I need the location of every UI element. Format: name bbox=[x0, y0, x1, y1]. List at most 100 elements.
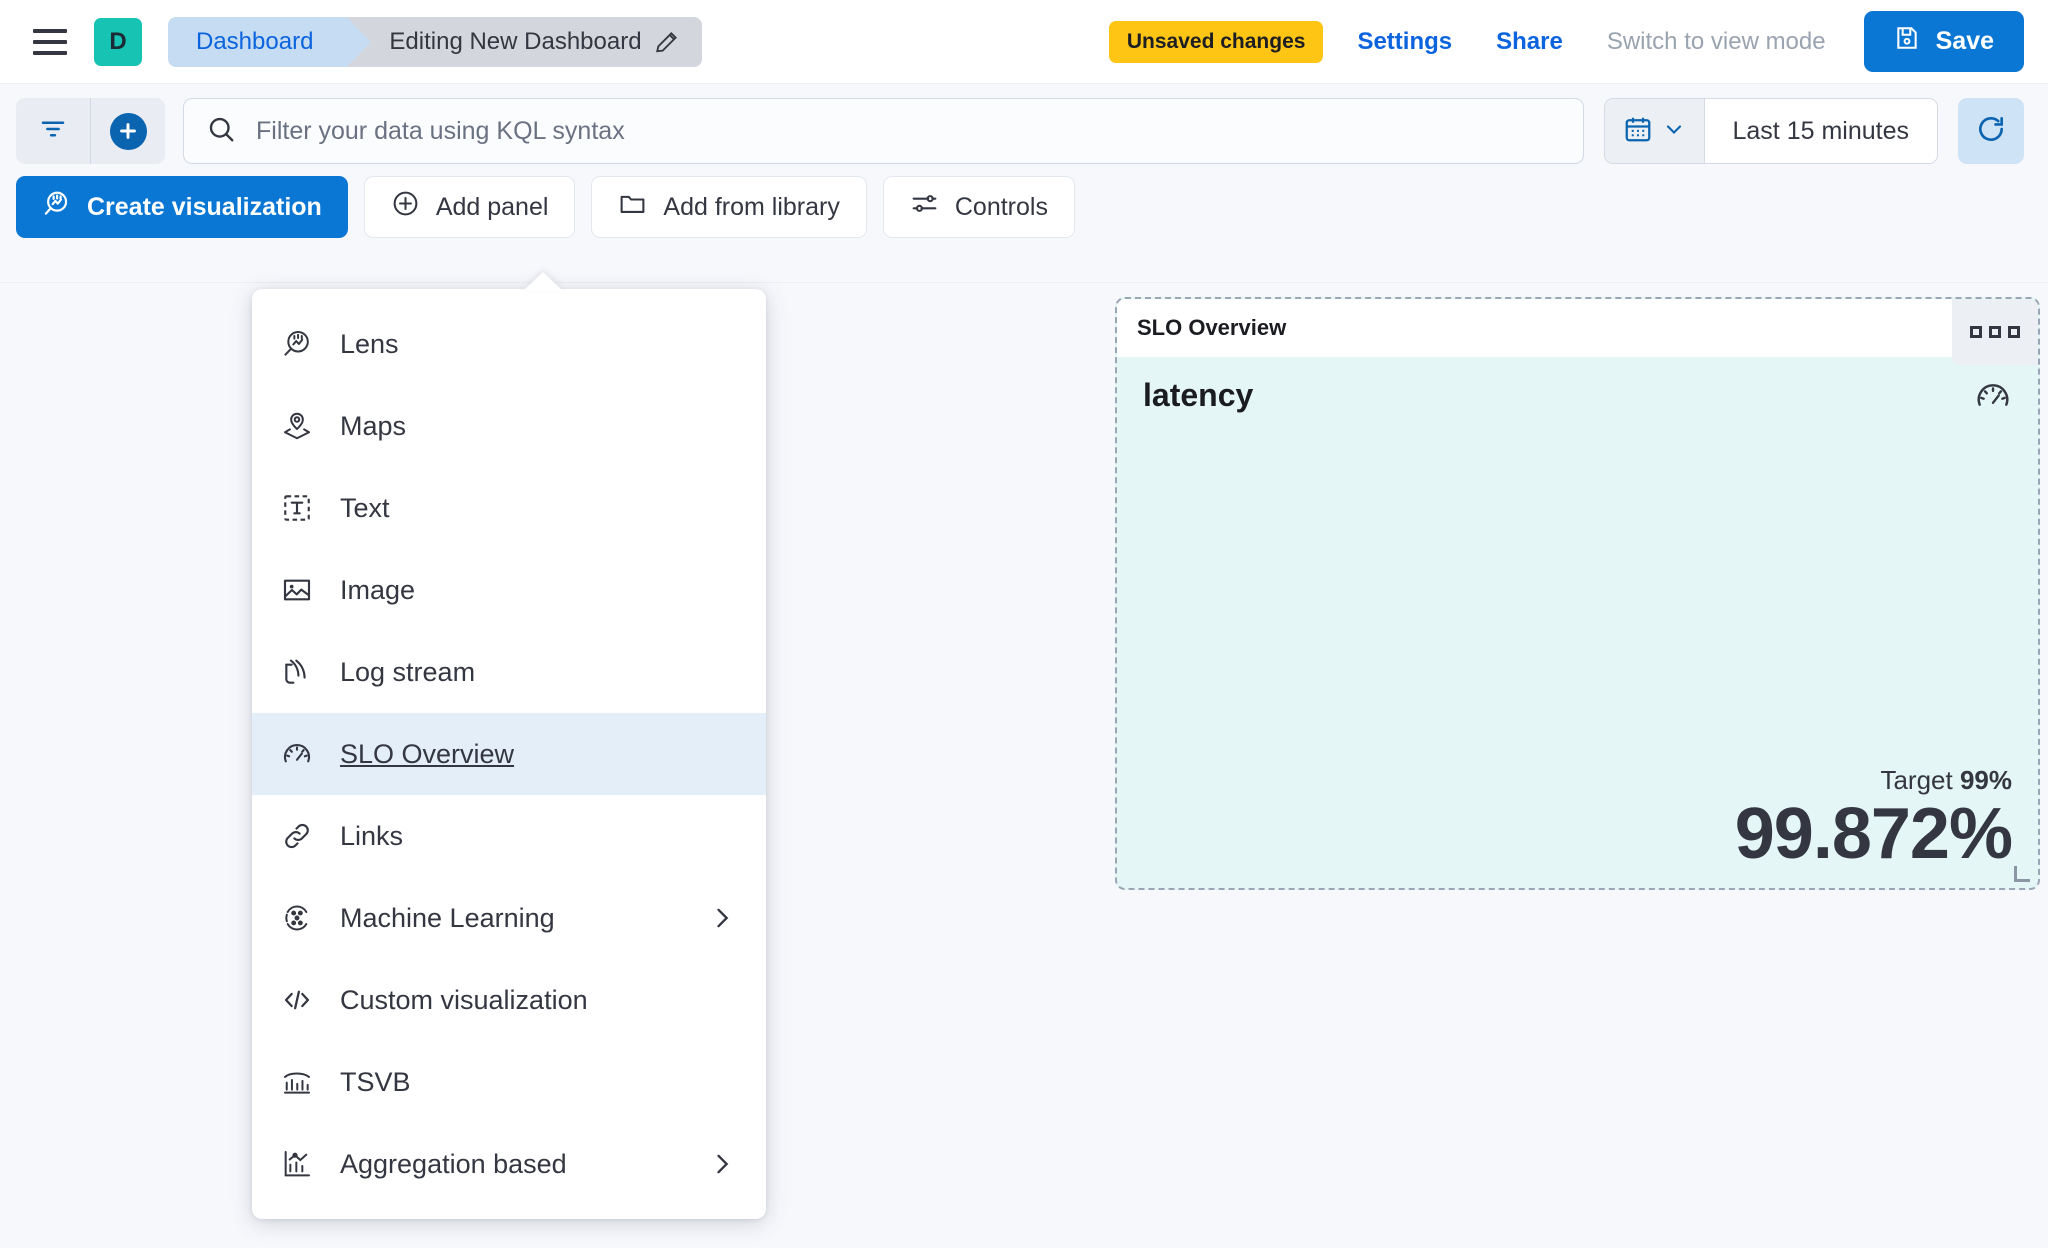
save-button-label: Save bbox=[1935, 27, 1994, 55]
slo-body-top: latency bbox=[1143, 377, 2012, 420]
controls-label: Controls bbox=[954, 192, 1048, 221]
menu-item-image[interactable]: Image bbox=[252, 549, 766, 631]
menu-item-label: Lens bbox=[340, 328, 399, 359]
text-box-icon bbox=[280, 491, 314, 525]
app-header: D Dashboard Editing New Dashboard Unsave… bbox=[0, 0, 2048, 84]
lens-icon bbox=[280, 327, 314, 361]
refresh-button[interactable] bbox=[1958, 98, 2024, 164]
slo-metric-name: latency bbox=[1143, 377, 1254, 413]
menu-item-label: TSVB bbox=[340, 1066, 411, 1097]
log-stream-icon bbox=[280, 655, 314, 689]
menu-item-aggregation-based[interactable]: Aggregation based bbox=[252, 1123, 766, 1205]
chevron-down-icon bbox=[1662, 117, 1686, 146]
date-quick-select-button[interactable] bbox=[1604, 99, 1705, 163]
slo-target-value: 99% bbox=[1959, 765, 2012, 795]
divider bbox=[90, 98, 91, 164]
breadcrumb-item-dashboard[interactable]: Dashboard bbox=[168, 16, 372, 67]
search-icon bbox=[206, 114, 236, 149]
menu-item-label: Links bbox=[340, 820, 404, 851]
time-range-label[interactable]: Last 15 minutes bbox=[1704, 99, 1937, 163]
add-panel-menu: Lens Maps Text bbox=[252, 272, 766, 1219]
create-visualization-label: Create visualization bbox=[87, 192, 322, 221]
menu-item-label: Aggregation based bbox=[340, 1148, 567, 1179]
add-panel-button[interactable]: Add panel bbox=[363, 176, 576, 238]
editing-toolbar: Create visualization Add panel Add from … bbox=[0, 176, 2048, 252]
add-panel-label: Add panel bbox=[435, 192, 549, 221]
slo-target-prefix: Target bbox=[1880, 765, 1960, 795]
link-icon bbox=[280, 819, 314, 853]
breadcrumb-label: Dashboard bbox=[196, 27, 314, 55]
tsvb-chart-icon bbox=[280, 1065, 314, 1099]
hamburger-bar bbox=[33, 50, 67, 55]
lens-icon bbox=[42, 189, 71, 225]
space-avatar[interactable]: D bbox=[94, 17, 142, 66]
switch-to-view-mode-link[interactable]: Switch to view mode bbox=[1606, 27, 1826, 55]
map-marker-layers-icon bbox=[280, 409, 314, 443]
slo-sli-value: 99.872% bbox=[1734, 794, 2013, 874]
plus-circle-icon bbox=[391, 189, 420, 225]
query-bar: Last 15 minutes bbox=[0, 84, 2048, 176]
create-visualization-button[interactable]: Create visualization bbox=[16, 176, 348, 238]
menu-item-text[interactable]: Text bbox=[252, 467, 766, 549]
filter-options-button[interactable] bbox=[16, 98, 90, 164]
search-input[interactable] bbox=[256, 116, 1561, 146]
pencil-icon[interactable] bbox=[654, 29, 680, 55]
menu-item-machine-learning[interactable]: Machine Learning bbox=[252, 877, 766, 959]
menu-item-label: Custom visualization bbox=[340, 984, 588, 1015]
panel-title: SLO Overview bbox=[1137, 315, 1287, 340]
gauge-icon bbox=[1974, 377, 2012, 420]
breadcrumb: Dashboard Editing New Dashboard bbox=[168, 16, 702, 67]
menu-item-lens[interactable]: Lens bbox=[252, 303, 766, 385]
slo-target: Target 99% bbox=[1143, 765, 2012, 796]
share-link[interactable]: Share bbox=[1496, 27, 1563, 55]
filter-button-group bbox=[16, 98, 165, 164]
date-picker-group: Last 15 minutes bbox=[1603, 98, 1938, 164]
save-button[interactable]: Save bbox=[1863, 11, 2024, 72]
add-filter-button[interactable] bbox=[91, 98, 165, 164]
machine-learning-icon bbox=[280, 901, 314, 935]
menu-item-label: Machine Learning bbox=[340, 902, 555, 933]
calendar-icon bbox=[1623, 114, 1653, 149]
controls-icon bbox=[910, 189, 939, 225]
panel-header: SLO Overview bbox=[1117, 299, 2038, 365]
refresh-icon bbox=[1975, 113, 2007, 150]
breadcrumb-item-editing[interactable]: Editing New Dashboard bbox=[347, 16, 702, 67]
menu-item-links[interactable]: Links bbox=[252, 795, 766, 877]
chevron-right-icon bbox=[708, 1150, 736, 1178]
aggregation-chart-icon bbox=[280, 1147, 314, 1181]
menu-item-slo-overview[interactable]: SLO Overview bbox=[252, 713, 766, 795]
slo-overview-panel[interactable]: SLO Overview latency bbox=[1115, 297, 2040, 890]
filter-icon bbox=[38, 114, 68, 149]
menu-item-label: Maps bbox=[340, 410, 407, 441]
controls-button[interactable]: Controls bbox=[882, 176, 1075, 238]
menu-item-custom-visualization[interactable]: Custom visualization bbox=[252, 959, 766, 1041]
menu-item-label: Image bbox=[340, 574, 416, 605]
menu-item-label: SLO Overview bbox=[340, 738, 515, 769]
slo-body-bottom: Target 99% 99.872% bbox=[1143, 765, 2013, 874]
dot bbox=[1989, 326, 2001, 338]
panel-resize-handle[interactable] bbox=[2014, 866, 2030, 882]
search-bar[interactable] bbox=[183, 98, 1584, 164]
gauge-icon bbox=[280, 737, 314, 771]
code-icon bbox=[280, 983, 314, 1017]
popover-arrow bbox=[524, 272, 562, 290]
panel-context-menu-button[interactable] bbox=[1952, 299, 2038, 365]
menu-item-log-stream[interactable]: Log stream bbox=[252, 631, 766, 713]
grid-dots-icon bbox=[1970, 326, 2020, 338]
add-from-library-button[interactable]: Add from library bbox=[591, 176, 867, 238]
panel-body: latency Target 99% 99.872% bbox=[1117, 357, 2038, 888]
dot bbox=[1970, 326, 1982, 338]
hamburger-menu-icon[interactable] bbox=[28, 20, 72, 64]
save-disk-icon bbox=[1894, 25, 1920, 58]
image-icon bbox=[280, 573, 314, 607]
dashboard-canvas: Lens Maps Text bbox=[0, 272, 2048, 1248]
unsaved-changes-badge: Unsaved changes bbox=[1108, 20, 1324, 63]
settings-link[interactable]: Settings bbox=[1357, 27, 1453, 55]
hamburger-bar bbox=[33, 39, 67, 44]
plus-icon bbox=[109, 112, 147, 150]
menu-item-label: Text bbox=[340, 492, 390, 523]
hamburger-bar bbox=[33, 28, 67, 33]
menu-item-maps[interactable]: Maps bbox=[252, 385, 766, 467]
menu-item-tsvb[interactable]: TSVB bbox=[252, 1041, 766, 1123]
breadcrumb-label: Editing New Dashboard bbox=[389, 27, 642, 55]
